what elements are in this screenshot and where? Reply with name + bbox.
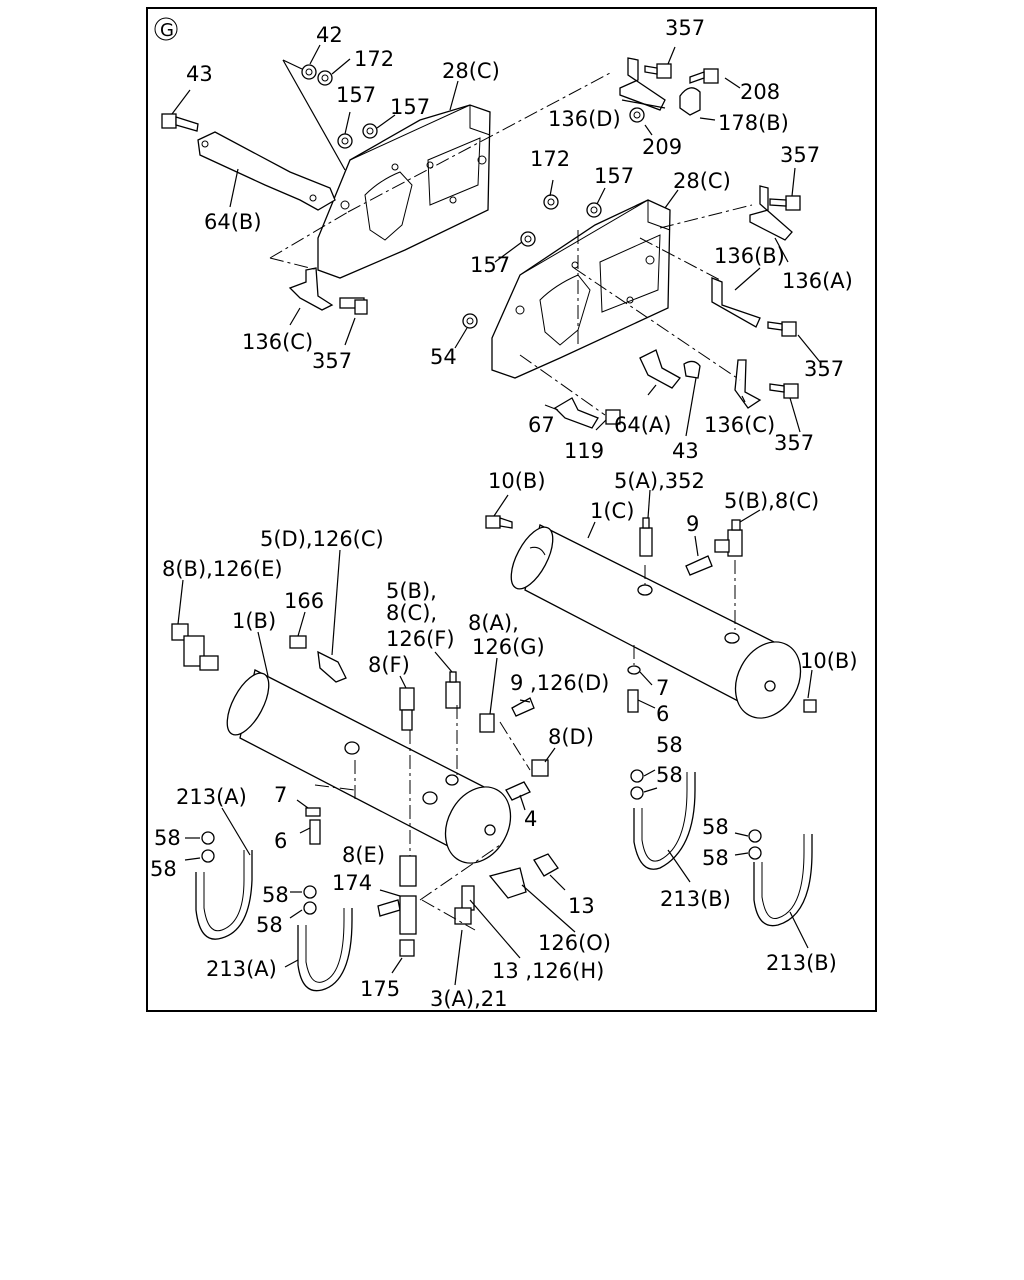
part-label-l28: 43 — [672, 439, 699, 463]
frame-plate-right — [491, 199, 671, 379]
leaders-upper-left — [171, 44, 741, 346]
part-label-l50: 58 — [656, 733, 683, 757]
part-label-l20: 136(C) — [242, 330, 313, 354]
part-label-l49: 8(D) — [548, 725, 594, 749]
part-label-l15: 28(C) — [673, 169, 731, 193]
part-label-l47: 7 — [656, 676, 669, 700]
part-label-l67: 213(A) — [206, 957, 277, 981]
part-label-l02: 172 — [354, 47, 394, 71]
part-label-l32: 1(C) — [590, 499, 634, 523]
svg-text:G: G — [160, 20, 174, 41]
part-label-l07: 357 — [665, 16, 705, 40]
part-label-l23: 357 — [804, 357, 844, 381]
part-label-l12: 64(B) — [204, 210, 262, 234]
part-label-l60: 58 — [262, 883, 289, 907]
bolt-43-left — [161, 113, 199, 132]
part-label-l25: 64(A) — [614, 413, 671, 437]
part-label-l35: 5(D),126(C) — [260, 527, 384, 551]
air-tank-1c — [510, 524, 802, 719]
part-label-l08: 208 — [740, 80, 780, 104]
part-label-l19: 157 — [470, 253, 510, 277]
part-label-l38: 5(B), — [386, 579, 437, 603]
part-label-l43: 126(G) — [472, 635, 545, 659]
bracket-136d-178b — [619, 57, 719, 123]
part-label-l30: 10(B) — [488, 469, 546, 493]
lower-fittings — [377, 853, 559, 957]
part-label-l61: 174 — [332, 871, 372, 895]
part-label-l22: 54 — [430, 345, 457, 369]
part-label-l66: 126(O) — [538, 931, 611, 955]
part-label-l04: 28(C) — [442, 59, 500, 83]
part-label-l57: 6 — [274, 829, 287, 853]
leaders-tank-1b — [177, 549, 556, 860]
part-label-l62: 13 — [568, 894, 595, 918]
view-marker: G — [154, 17, 178, 41]
part-label-l21: 357 — [312, 349, 352, 373]
leaders-tank-1c — [493, 489, 813, 709]
part-label-l52: 213(A) — [176, 785, 247, 809]
part-label-l68: 13 ,126(H) — [492, 959, 604, 983]
part-label-l33: 5(B),8(C) — [724, 489, 819, 513]
part-label-l37: 166 — [284, 589, 324, 613]
part-label-l29: 357 — [774, 431, 814, 455]
part-label-l65: 58 — [256, 913, 283, 937]
part-label-l18: 136(A) — [782, 269, 853, 293]
part-label-l54: 4 — [524, 807, 537, 831]
brackets-right — [553, 185, 801, 429]
part-label-l46: 9 ,126(D) — [510, 671, 609, 695]
part-label-l70: 175 — [360, 977, 400, 1001]
leaders-upper-right — [454, 167, 821, 437]
part-number-labels: 42 172 43 28(C) 157 157 357 208 136(D) 178(B) 209 6… — [150, 16, 858, 1011]
part-label-l56: 58 — [150, 857, 177, 881]
leaders-ubolts — [184, 769, 809, 968]
nut-washers-top — [301, 64, 378, 149]
part-label-l13: 172 — [530, 147, 570, 171]
part-label-l09: 136(D) — [548, 107, 621, 131]
part-label-l40: 8(A), — [468, 611, 519, 635]
part-label-l10: 178(B) — [718, 111, 789, 135]
part-label-l31: 5(A),352 — [614, 469, 705, 493]
part-label-l03: 43 — [186, 62, 213, 86]
part-label-l58: 58 — [702, 815, 729, 839]
bracket-64b — [197, 131, 336, 211]
part-label-l45: 10(B) — [800, 649, 858, 673]
u-bolts-213 — [195, 769, 813, 992]
part-label-l34: 9 — [686, 512, 699, 536]
part-label-l11: 209 — [642, 135, 682, 159]
part-label-l01: 42 — [316, 23, 343, 47]
part-label-l48: 6 — [656, 702, 669, 726]
part-label-l55: 58 — [154, 826, 181, 850]
part-label-l64: 58 — [702, 846, 729, 870]
nuts-right-plate — [462, 194, 602, 329]
part-label-l05: 157 — [336, 83, 376, 107]
part-label-l16: 357 — [780, 143, 820, 167]
part-label-l53: 7 — [274, 783, 287, 807]
part-label-l69: 213(B) — [766, 951, 837, 975]
part-label-l27: 119 — [564, 439, 604, 463]
part-label-l44: 8(F) — [368, 653, 410, 677]
part-label-l36: 8(B),126(E) — [162, 557, 283, 581]
part-label-l71: 3(A),21 — [430, 987, 508, 1011]
part-label-l59: 8(E) — [342, 843, 385, 867]
tank-1c-fittings — [485, 515, 817, 713]
part-label-l17: 136(B) — [714, 244, 785, 268]
part-label-l51: 58 — [656, 763, 683, 787]
diagram-frame — [146, 7, 877, 1012]
air-tank-1b — [226, 669, 512, 864]
part-label-l26: 136(C) — [704, 413, 775, 437]
tank-1b-fittings — [171, 623, 549, 845]
part-label-l24: 67 — [528, 413, 555, 437]
part-label-l39: 8(C), — [386, 601, 437, 625]
bracket-136c-left — [288, 267, 368, 315]
part-label-l42: 126(F) — [386, 627, 455, 651]
frame-plate-left — [317, 104, 491, 279]
leaders-lower — [379, 844, 576, 986]
part-label-l14: 157 — [594, 164, 634, 188]
part-label-l41: 1(B) — [232, 609, 276, 633]
part-label-l63: 213(B) — [660, 887, 731, 911]
part-label-l06: 157 — [390, 95, 430, 119]
